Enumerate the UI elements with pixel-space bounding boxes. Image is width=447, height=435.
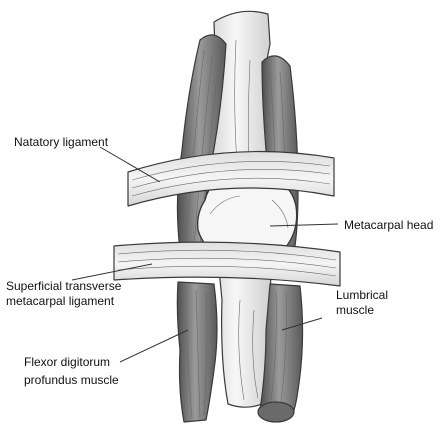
label-flexor-line1: Flexor digitorum (24, 355, 110, 369)
label-lumbrical-line1: Lumbrical (336, 288, 388, 302)
natatory-ligament (127, 150, 335, 207)
flexor-digitorum-profundus-muscle (176, 281, 218, 423)
leader-flexor (119, 329, 189, 363)
leader-metacarpal-head (269, 223, 339, 227)
label-metacarpal-head: Metacarpal head (344, 218, 433, 232)
label-flexor-line2: profundus muscle (24, 373, 119, 387)
labels: Natatory ligament Metacarpal head Superf… (6, 135, 433, 387)
lumbrical-muscle (257, 283, 304, 423)
left-upper-muscle (176, 34, 227, 251)
leader-lines (71, 146, 339, 363)
label-superficial-line2: metacarpal ligament (6, 294, 115, 308)
superficial-transverse-metacarpal-ligament (113, 241, 341, 287)
label-natatory-ligament: Natatory ligament (14, 135, 109, 149)
leader-superficial (71, 263, 153, 281)
label-superficial-line1: Superficial transverse (6, 279, 122, 293)
leader-lumbrical (281, 317, 323, 331)
label-lumbrical-line2: muscle (336, 303, 374, 317)
leader-natatory (99, 146, 161, 183)
